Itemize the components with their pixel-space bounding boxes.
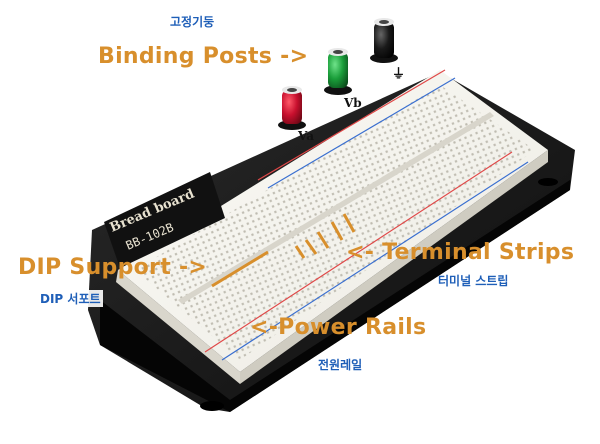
label-power-rails: <-Power Rails: [250, 315, 427, 340]
terminal-strip-markers: [294, 213, 356, 259]
binding-post-red: Va: [278, 86, 314, 143]
binding-post-black: ⏚: [370, 18, 405, 82]
post-label-vb: Vb: [343, 96, 362, 110]
label-terminal-strips: <- Terminal Strips: [346, 240, 575, 265]
post-label-va: Va: [297, 129, 314, 143]
binding-post-green: Vb: [324, 48, 362, 110]
label-binding-posts-ko: 고정기둥: [170, 15, 215, 29]
label-binding-posts: Binding Posts ->: [98, 44, 309, 69]
label-power-rails-ko: 전원레일: [318, 358, 363, 372]
label-dip-support-ko: DIP 서포트: [38, 290, 103, 307]
label-dip-support: DIP Support ->: [18, 255, 208, 280]
post-label-ground: ⏚: [392, 67, 405, 82]
dip-support-marker: [211, 250, 269, 288]
label-terminal-strips-ko: 터미널 스트립: [438, 274, 509, 288]
breadboard-body: [116, 69, 548, 384]
